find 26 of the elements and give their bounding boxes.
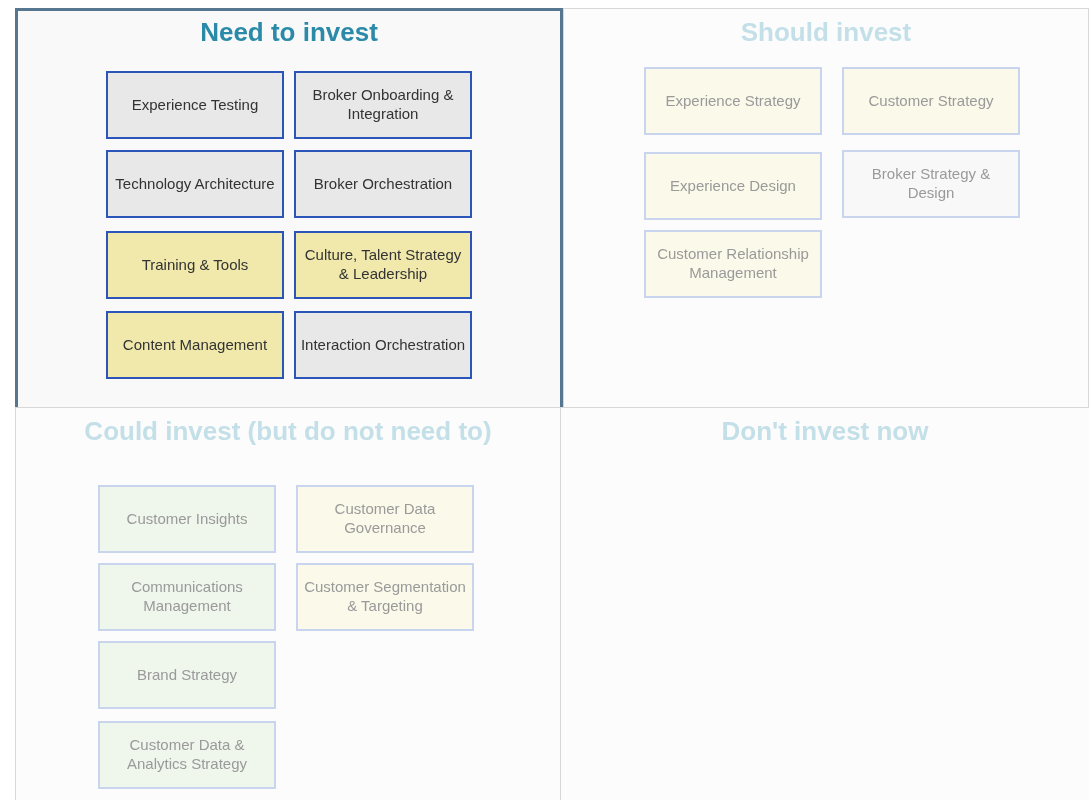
quadrant-panel: [15, 8, 563, 410]
capability-box: Broker Strategy & Design: [842, 150, 1020, 218]
capability-box: Content Management: [106, 311, 284, 379]
capability-box: Experience Design: [644, 152, 822, 220]
capability-box: Brand Strategy: [98, 641, 276, 709]
capability-box: Customer Data Governance: [296, 485, 474, 553]
capability-box: Customer Insights: [98, 485, 276, 553]
capability-box: Customer Relationship Management: [644, 230, 822, 298]
capability-box: Communications Management: [98, 563, 276, 631]
quadrant-heading: Don't invest now: [720, 416, 930, 447]
capability-box: Experience Testing: [106, 71, 284, 139]
capability-box: Technology Architecture: [106, 150, 284, 218]
capability-box: Culture, Talent Strategy & Leadership: [294, 231, 472, 299]
capability-box: Customer Segmentation & Targeting: [296, 563, 474, 631]
capability-box: Customer Strategy: [842, 67, 1020, 135]
capability-box: Broker Orchestration: [294, 150, 472, 218]
capability-box: Training & Tools: [106, 231, 284, 299]
capability-box: Customer Data & Analytics Strategy: [98, 721, 276, 789]
quadrant-heading: Need to invest: [199, 17, 379, 48]
quadrant-heading: Should invest: [739, 17, 913, 48]
capability-box: Broker Onboarding & Integration: [294, 71, 472, 139]
quadrant-panel: [15, 407, 561, 800]
quadrant-panel: [563, 8, 1089, 408]
capability-box: Experience Strategy: [644, 67, 822, 135]
capability-box: Interaction Orchestration: [294, 311, 472, 379]
quadrant-heading: Could invest (but do not need to): [83, 416, 493, 447]
